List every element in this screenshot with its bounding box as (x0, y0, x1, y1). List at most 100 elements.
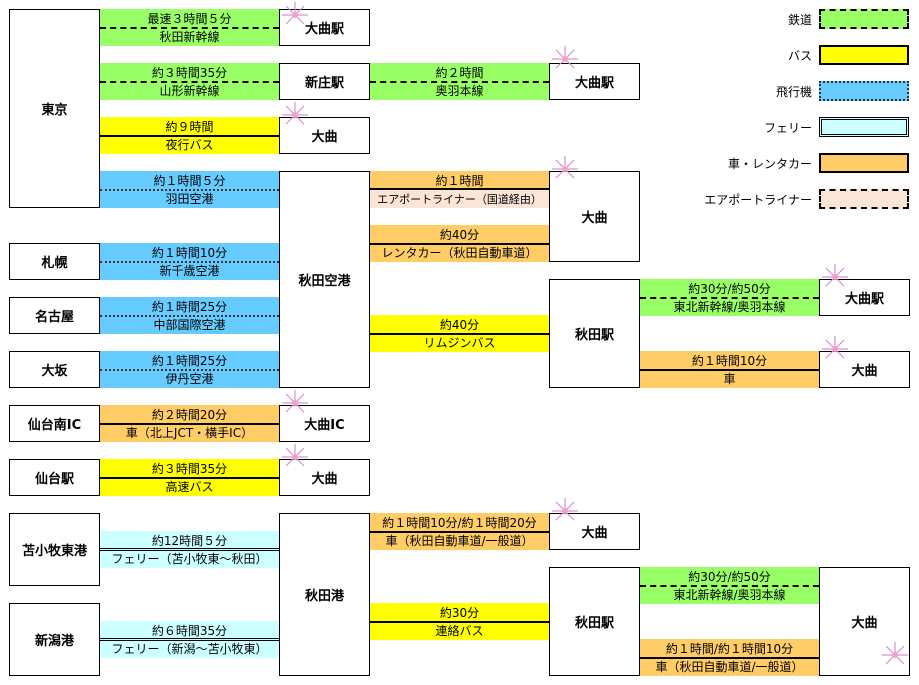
route-car: 約１時間10分/約１時間20分 車（秋田自動車道/一般道） (370, 513, 549, 550)
route-bus: 約９時間 夜行バス (100, 117, 279, 154)
node-sapporo: 札幌 (9, 243, 100, 280)
route-mode: 東北新幹線/奥羽本線 (673, 588, 786, 603)
route-airport-liner: エアポートライナー（国道経由） (370, 190, 549, 208)
fireworks-icon (882, 642, 908, 665)
route-mode: 連絡バス (435, 624, 484, 639)
route-ferry: 約12時間５分 フェリー（苫小牧東～秋田） (100, 531, 279, 568)
node-label: 苫小牧東港 (21, 544, 87, 559)
route-car: 約２時間20分 車（北上JCT・横手IC） (100, 405, 279, 442)
node-omagari: 大曲 (279, 117, 370, 154)
node-omagari-ic: 大曲IC (279, 405, 370, 442)
route-mode: レンタカー（秋田自動車道） (381, 246, 538, 261)
node-omagari-station: 大曲駅 (819, 279, 910, 316)
legend-label-rail: 鉄道 (787, 13, 812, 27)
route-time: 約12時間５分 (151, 533, 228, 548)
legend-swatch-airport-liner (819, 189, 909, 209)
node-label: 大曲駅 (574, 76, 614, 91)
node-omagari: 大曲 (549, 513, 640, 550)
route-mode: 伊丹空港 (165, 372, 214, 387)
route-air: 約１時間25分 中部国際空港 (100, 297, 279, 334)
route-time: 約６時間35分 (151, 623, 228, 638)
route-mode: 車 (723, 372, 736, 387)
route-time: 約１時間/約１時間10分 (665, 641, 794, 656)
node-akita-port: 秋田港 (279, 513, 370, 676)
node-sendai-minami-ic: 仙台南IC (9, 405, 100, 442)
node-label: 秋田港 (304, 589, 344, 604)
node-label: 新庄駅 (304, 76, 344, 91)
route-time: 最速３時間５分 (147, 11, 232, 26)
fireworks-icon (552, 156, 578, 179)
route-mode: 山形新幹線 (159, 84, 220, 99)
node-tomakomai-port: 苫小牧東港 (9, 513, 100, 586)
route-time: 約30分/約50分 (688, 281, 771, 296)
route-rail: 約３時間35分 山形新幹線 (100, 63, 279, 100)
fireworks-icon (822, 336, 848, 359)
route-time: 約１時間25分 (151, 353, 228, 368)
node-label: 大曲 (851, 364, 878, 379)
node-label: 大曲 (311, 130, 338, 145)
route-time: 約２時間20分 (151, 407, 228, 422)
route-time: 約１時間５分 (153, 173, 226, 188)
node-label: 大曲 (311, 472, 338, 487)
legend-swatch-ferry (819, 117, 909, 137)
node-omagari-station: 大曲駅 (549, 63, 640, 100)
legend-label-ferry: フェリー (763, 121, 812, 135)
route-mode: フェリー（新潟～苫小牧東） (111, 642, 268, 657)
fireworks-icon (282, 2, 308, 25)
route-time: 約30分 (439, 605, 480, 620)
route-air: 約１時間10分 新千歳空港 (100, 243, 279, 280)
route-mode: 奥羽本線 (435, 84, 484, 99)
route-car: 約１時間 (370, 171, 549, 189)
node-sendai-station: 仙台駅 (9, 459, 100, 496)
route-time: 約３時間35分 (151, 65, 228, 80)
node-omagari: 大曲 (819, 351, 910, 388)
route-time: 約１時間25分 (151, 299, 228, 314)
fireworks-icon (282, 102, 308, 125)
node-omagari: 大曲 (279, 459, 370, 496)
route-bus: 約40分 リムジンバス (370, 315, 549, 352)
legend-swatch-rail (819, 9, 909, 29)
node-label: 仙台南IC (27, 418, 82, 433)
node-akita-airport: 秋田空港 (279, 171, 370, 388)
route-time: 約９時間 (165, 119, 214, 134)
node-label: 大曲IC (304, 418, 345, 433)
fireworks-icon (282, 444, 308, 467)
route-rail: 約２時間 奥羽本線 (370, 63, 549, 100)
legend-label-bus: バス (787, 49, 812, 63)
legend-label-airport-liner: エアポートライナー (704, 193, 812, 207)
route-time: 約30分/約50分 (688, 569, 771, 584)
route-time: 約１時間10分 (691, 353, 768, 368)
route-mode: 車（北上JCT・横手IC） (125, 426, 254, 441)
route-mode: 中部国際空港 (153, 318, 226, 333)
node-niigata-port: 新潟港 (9, 603, 100, 676)
legend-label-air: 飛行機 (775, 85, 812, 99)
fireworks-icon (552, 498, 578, 521)
route-bus: 約30分 連絡バス (370, 603, 549, 640)
route-ferry: 約６時間35分 フェリー（新潟～苫小牧東） (100, 621, 279, 658)
node-label: 大曲 (581, 526, 608, 541)
node-omagari-station: 大曲駅 (279, 9, 370, 46)
node-shinjo-station: 新庄駅 (279, 63, 370, 100)
route-mode: 羽田空港 (165, 192, 214, 207)
route-car: 約40分 レンタカー（秋田自動車道） (370, 225, 549, 262)
route-rail: 最速３時間５分 秋田新幹線 (100, 9, 279, 46)
route-mode: 新千歳空港 (159, 264, 220, 279)
node-label: 大曲駅 (844, 292, 884, 307)
route-air: 約１時間25分 伊丹空港 (100, 351, 279, 388)
route-mode: 夜行バス (165, 138, 214, 153)
route-time: 約１時間 (435, 173, 484, 188)
route-mode: エアポートライナー（国道経由） (377, 193, 542, 206)
node-osaka: 大坂 (9, 351, 100, 388)
route-mode: 車（秋田自動車道/一般道） (655, 660, 804, 675)
route-mode: フェリー（苫小牧東～秋田） (111, 552, 268, 567)
route-air: 約１時間５分 羽田空港 (100, 171, 279, 208)
legend-swatch-air (819, 81, 909, 101)
route-mode: リムジンバス (423, 336, 496, 351)
node-label: 大曲駅 (304, 22, 344, 37)
route-bus: 約３時間35分 高速バス (100, 459, 279, 496)
node-label: 大坂 (41, 364, 68, 379)
route-time: 約40分 (439, 317, 480, 332)
route-rail: 約30分/約50分 東北新幹線/奥羽本線 (640, 567, 819, 604)
route-car: 約１時間/約１時間10分 車（秋田自動車道/一般道） (640, 639, 819, 676)
route-rail: 約30分/約50分 東北新幹線/奥羽本線 (640, 279, 819, 316)
